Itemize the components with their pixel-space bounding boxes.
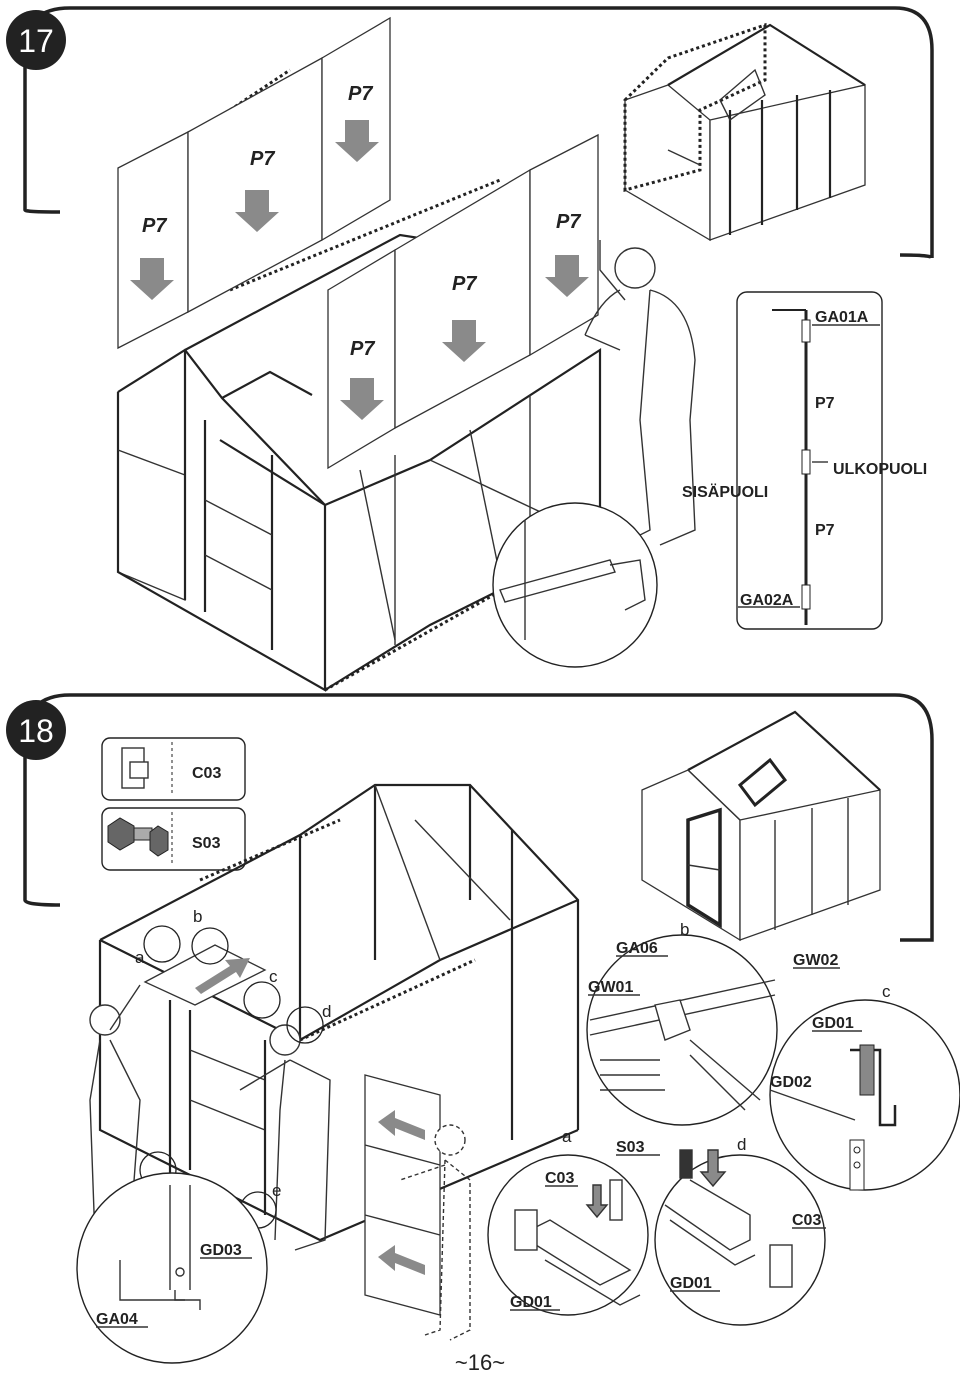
part-label-ga06: GA06	[616, 940, 658, 957]
roof-profile-detail	[589, 979, 776, 1111]
part-label-gd01: GD01	[670, 1275, 712, 1292]
p7-label: P7	[348, 83, 373, 105]
part-label-ga01a: GA01A	[815, 309, 869, 326]
rail-bolt-detail-a	[514, 1179, 641, 1306]
parts-legend: C03 S03	[101, 737, 246, 871]
step-18: 18 C03 S03	[6, 693, 960, 1364]
detail-c-letter: c	[882, 982, 891, 1001]
marker-b: b	[193, 907, 202, 926]
page-number: ~16~	[455, 1350, 505, 1375]
label-inside: SISÄPUOLI	[682, 483, 768, 501]
roof-window-panel	[143, 944, 267, 1006]
legend-code-s03: S03	[192, 835, 221, 852]
marker-d: d	[322, 1002, 331, 1021]
part-label-c03: C03	[792, 1212, 821, 1229]
detail-d-letter: d	[737, 1135, 746, 1154]
part-label-gw01: GW01	[588, 979, 633, 996]
marker-c: c	[269, 967, 278, 986]
detail-b-letter: b	[680, 920, 689, 939]
profile-section-diagram: GA01A P7 SISÄPUOLI ULKOPUOLI P7 GA02A	[682, 291, 927, 630]
legend-code-c03: C03	[192, 765, 221, 782]
installer-figure	[584, 240, 696, 546]
part-label-s03: S03	[616, 1139, 645, 1156]
p7-panel	[117, 130, 189, 350]
greenhouse-frame-17	[116, 233, 602, 692]
greenhouse-overview-17	[623, 22, 866, 242]
part-label-c03: C03	[545, 1170, 574, 1187]
step-17-badge	[6, 10, 66, 70]
marker-e: e	[272, 1181, 281, 1200]
end-cap-icon	[121, 747, 149, 789]
step-18-badge	[6, 700, 66, 760]
marker-a: a	[135, 948, 145, 967]
bolt-nut-icon	[107, 817, 169, 857]
part-label-gd01: GD01	[510, 1294, 552, 1311]
label-outside: ULKOPUOLI	[833, 461, 927, 478]
step-17-number: 17	[18, 23, 54, 59]
p7-label: P7	[556, 211, 581, 233]
part-label-gd02: GD02	[770, 1074, 812, 1091]
sealant-detail-circle	[492, 502, 658, 668]
greenhouse-overview-18	[641, 710, 881, 942]
rail-bolt-detail-d	[664, 1149, 793, 1288]
door-bottom-detail	[119, 1185, 201, 1310]
legend-item-s03	[101, 807, 246, 871]
part-label-gd03: GD03	[200, 1242, 242, 1259]
p7-panel	[187, 56, 323, 314]
p7-panels: P7 P7 P7 P7 P7 P7	[117, 16, 599, 470]
part-label-ga02a: GA02A	[740, 592, 794, 609]
part-label-p7-lower: P7	[815, 522, 835, 539]
part-label-ga04: GA04	[96, 1311, 138, 1328]
step-17: 17	[6, 6, 934, 692]
door-rail-detail	[849, 1044, 897, 1191]
down-arrow-icon	[130, 120, 589, 420]
part-label-gw02: GW02	[793, 952, 838, 969]
p7-label: P7	[250, 148, 275, 170]
p7-panel	[394, 168, 531, 430]
installer-figure	[89, 984, 471, 1341]
p7-label: P7	[350, 338, 375, 360]
p7-panel	[529, 133, 599, 357]
caulk-gun-icon	[499, 520, 646, 640]
part-label-gd01: GD01	[812, 1015, 854, 1032]
door-panel	[364, 1074, 441, 1316]
p7-label: P7	[452, 273, 477, 295]
part-label-p7-upper: P7	[815, 395, 835, 412]
step-18-number: 18	[18, 713, 54, 749]
p7-label: P7	[142, 215, 167, 237]
detail-a-letter: a	[562, 1127, 572, 1146]
detail-circle-e	[76, 1172, 268, 1364]
